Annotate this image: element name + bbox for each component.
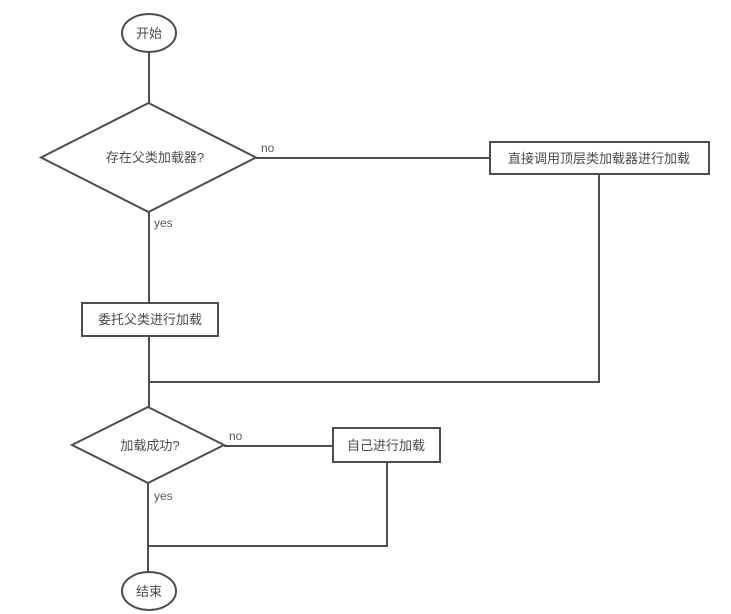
- node-start-label: 开始: [136, 26, 162, 41]
- node-parent-loader-decision-label: 存在父类加载器?: [106, 150, 204, 165]
- edge-label-success-no: no: [229, 429, 243, 443]
- node-delegate-parent-process-rect: [81, 302, 219, 337]
- node-delegate-parent-process-label: 委托父类进行加载: [98, 312, 202, 327]
- node-parent-loader-decision-diamond: [38, 101, 259, 214]
- connector-top-loader-merge: [149, 174, 600, 383]
- node-top-loader-process-label: 直接调用顶层类加载器进行加载: [508, 151, 690, 166]
- node-load-self-process-label: 自己进行加载: [347, 438, 425, 453]
- node-start-ellipse: [121, 13, 177, 53]
- connector-load-self-merge: [148, 462, 388, 547]
- edge-label-parent-yes: yes: [154, 216, 173, 230]
- node-end-ellipse: [121, 571, 177, 611]
- node-load-success-decision-diamond: [69, 405, 227, 485]
- edge-label-parent-no: no: [261, 141, 275, 155]
- node-load-success-decision-label: 加载成功?: [120, 438, 179, 453]
- node-end-label: 结束: [136, 584, 162, 599]
- node-top-loader-process-rect: [489, 141, 710, 175]
- edge-label-success-yes: yes: [154, 489, 173, 503]
- node-load-self-process-rect: [332, 427, 441, 463]
